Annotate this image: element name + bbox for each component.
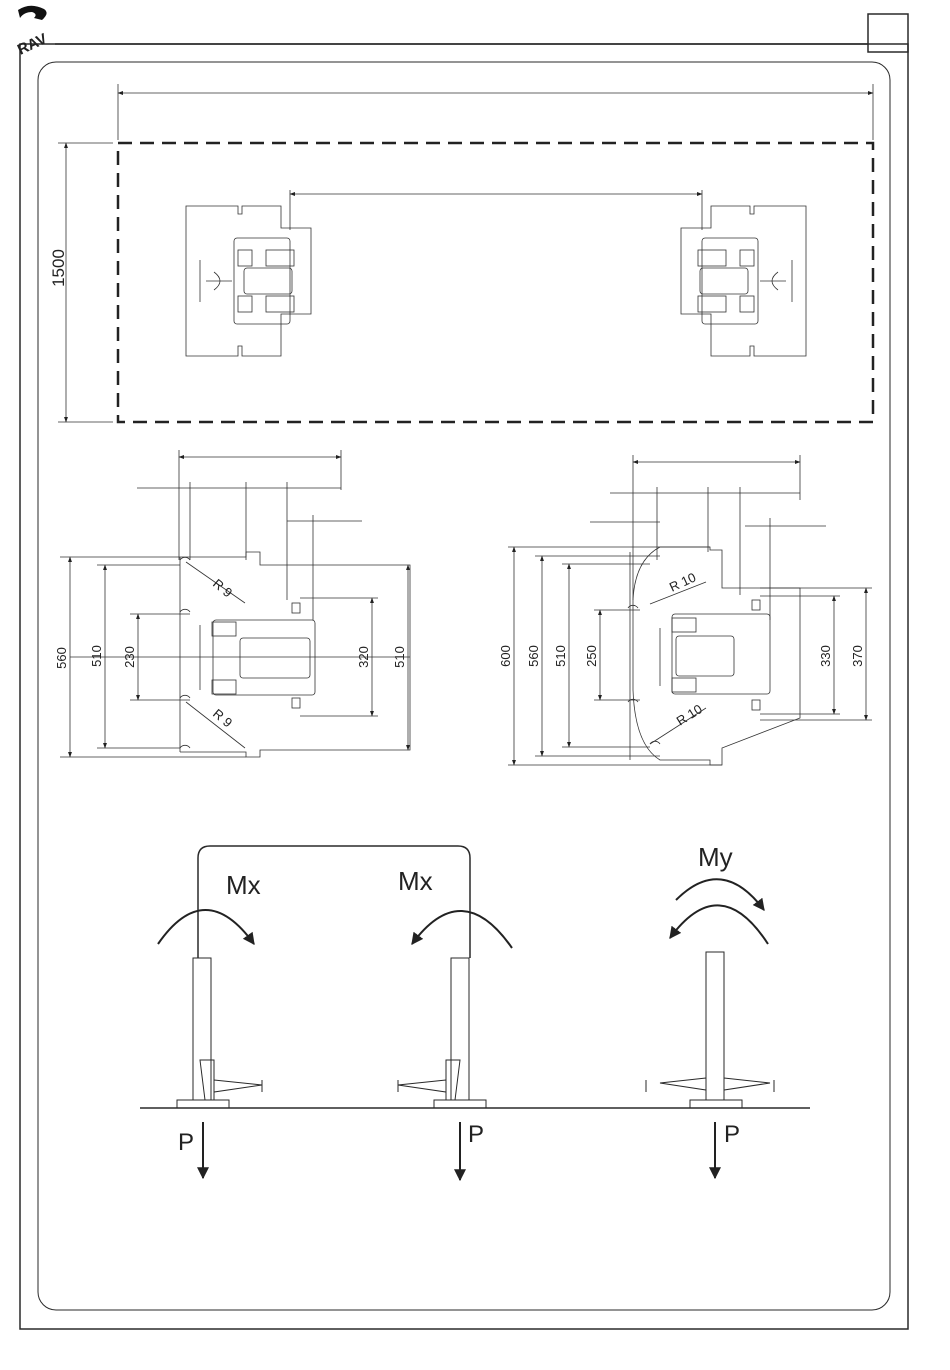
dim-510: 510 (553, 645, 568, 667)
moment-arrow-1 (158, 910, 254, 944)
load-label-3: P (724, 1121, 740, 1148)
column-3: My P (646, 842, 774, 1178)
load-label-1: P (178, 1129, 194, 1156)
content-frame (38, 62, 890, 1310)
dim-560: 560 (54, 647, 69, 669)
dim-560: 560 (526, 645, 541, 667)
top-plan-view: 1500 (49, 84, 873, 422)
left-column-detail: 560 510 230 320 510 R 9 R 9 (54, 450, 410, 757)
dim-250: 250 (584, 645, 599, 667)
dim-330: 330 (818, 645, 833, 667)
lift-area-outline (118, 143, 873, 422)
moment-label-3: My (698, 842, 733, 872)
right-post-plan (681, 206, 806, 356)
moment-label-2: Mx (398, 866, 433, 896)
moment-arrow-3b (670, 905, 768, 944)
dim-370: 370 (850, 645, 865, 667)
radius-bottom: R 10 (674, 701, 705, 728)
load-label-2: P (468, 1121, 484, 1148)
radius-bottom: R 9 (210, 706, 235, 730)
radius-top: R 9 (210, 576, 235, 600)
moment-arrow-2 (412, 911, 512, 948)
page-number-box (868, 14, 908, 52)
overhead-beam (198, 846, 470, 958)
page-border (20, 44, 908, 1329)
dim-600: 600 (498, 645, 513, 667)
column-1: Mx P (158, 870, 262, 1178)
brand-logo: RAV (15, 6, 50, 59)
logo-text: RAV (15, 30, 50, 58)
moment-diagrams: Mx P Mx P My P (140, 842, 810, 1180)
right-column-detail: 600 560 510 250 330 370 R 10 R 10 (498, 455, 872, 765)
dim-510-left: 510 (89, 645, 104, 667)
dim-height-label: 1500 (49, 249, 68, 287)
moment-label-1: Mx (226, 870, 261, 900)
column-2: Mx P (398, 866, 512, 1180)
left-post-plan (186, 206, 311, 356)
